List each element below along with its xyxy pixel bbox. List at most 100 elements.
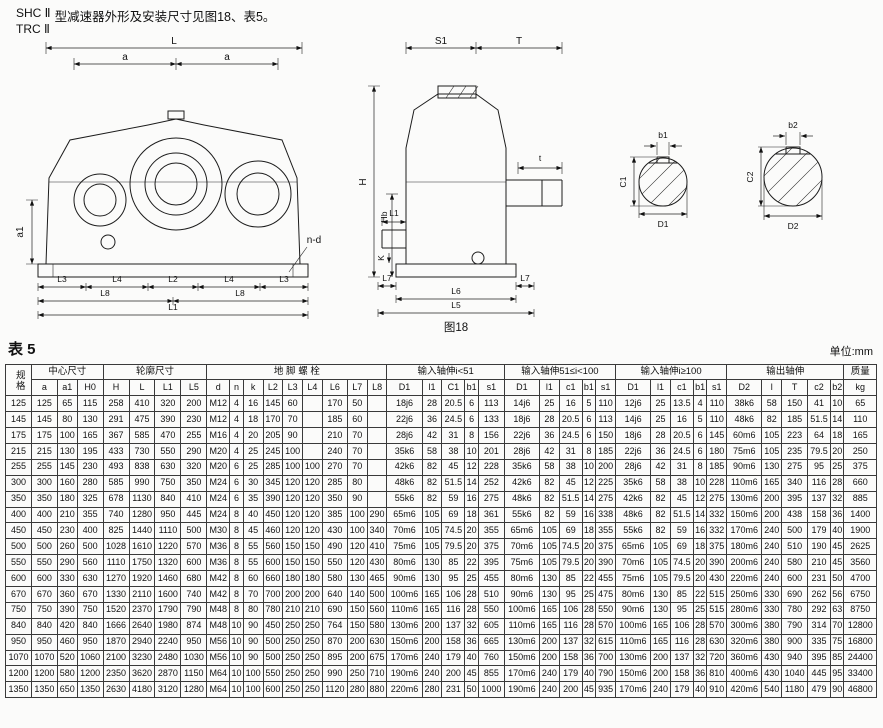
- cell: 158: [669, 665, 694, 683]
- cell: M24: [206, 506, 231, 524]
- cell: 4: [692, 395, 708, 413]
- cell: 36: [829, 506, 845, 524]
- col-header: s1: [477, 379, 505, 397]
- cell: 45: [441, 458, 466, 476]
- dim-label-L: L: [171, 36, 177, 47]
- cell: 20.5: [441, 395, 466, 413]
- cell: 874: [180, 617, 208, 635]
- cell: 630: [366, 633, 388, 651]
- cell: 840: [76, 617, 104, 635]
- cell: 116: [807, 474, 831, 492]
- dim-label-S1: S1: [435, 36, 448, 47]
- cell: 130: [421, 570, 443, 588]
- cell: 120: [302, 506, 323, 524]
- dim-label-a: a: [224, 52, 230, 63]
- dim-label-L8: L8: [235, 288, 245, 298]
- cell: 430: [761, 665, 783, 683]
- cell: 79.5: [807, 443, 831, 460]
- cell: 60m6: [726, 427, 763, 444]
- cell: 80m6: [386, 554, 423, 572]
- dim-label-L5: L5: [451, 300, 461, 310]
- cell: [366, 411, 388, 429]
- cell: 430: [761, 649, 783, 667]
- cell: 79.5: [669, 570, 694, 588]
- cell: 340: [781, 474, 809, 492]
- cell: 231: [441, 681, 466, 699]
- cell: 250: [302, 681, 323, 699]
- cell: 290: [180, 443, 208, 460]
- cell: 75m6: [726, 443, 763, 460]
- cell: 180: [56, 490, 78, 508]
- cell: 250: [302, 617, 323, 635]
- cell: 74.5: [558, 538, 583, 556]
- col-header: l1: [421, 379, 443, 397]
- cell: 80m6: [614, 586, 652, 603]
- cell: 1600: [154, 586, 182, 603]
- cell: 570: [595, 617, 616, 635]
- cell: 60: [346, 411, 368, 429]
- cell: 1200: [76, 665, 104, 683]
- cell: 25: [581, 586, 597, 603]
- cell: 500: [366, 586, 388, 603]
- cell: 6: [229, 458, 244, 476]
- cell: 950: [30, 633, 58, 651]
- cell: 25: [464, 570, 479, 588]
- cell: 200: [180, 395, 208, 413]
- cell: 2100: [102, 649, 130, 667]
- cell: 252: [477, 474, 505, 492]
- cell: 80: [242, 601, 264, 619]
- dim-label-L3: L3: [57, 274, 67, 284]
- cell: 24.5: [441, 411, 466, 429]
- dim-label-nd: n-d: [307, 235, 321, 246]
- cell: 258: [102, 395, 130, 413]
- cell: 355: [76, 506, 104, 524]
- model-shc: SHC Ⅱ: [16, 6, 51, 20]
- cell: 130m6: [726, 490, 763, 508]
- cell: 790: [180, 601, 208, 619]
- cell: 130: [761, 458, 783, 476]
- col-header: L4: [302, 379, 323, 397]
- cell: 1980: [154, 617, 182, 635]
- cell: M64: [206, 665, 231, 683]
- cell: 82: [539, 506, 560, 524]
- cell: 1440: [128, 522, 156, 540]
- cell: 36: [692, 665, 708, 683]
- cell: 250: [302, 649, 323, 667]
- cell: 340: [366, 522, 388, 540]
- cell: 120: [302, 522, 323, 540]
- cell: 16: [581, 506, 597, 524]
- col-header: H: [102, 379, 130, 397]
- cell: 90m6: [503, 586, 541, 603]
- cell: 390: [56, 601, 78, 619]
- cell: 460: [56, 633, 78, 651]
- cell: 678: [102, 490, 130, 508]
- cell: 165: [539, 601, 560, 619]
- cell: 38: [558, 458, 583, 476]
- dim-label-t: t: [539, 153, 542, 163]
- cell: 290: [366, 506, 388, 524]
- cell: 500: [262, 633, 284, 651]
- cell: 670: [5, 586, 32, 603]
- cell: 540: [761, 681, 783, 699]
- cell: 201: [477, 443, 505, 460]
- cell: 615: [595, 633, 616, 651]
- cell: 320: [154, 395, 182, 413]
- cell: 31: [558, 443, 583, 460]
- cell: 8750: [843, 601, 877, 619]
- cell: 116: [669, 633, 694, 651]
- cell: 158: [558, 649, 583, 667]
- cell: 840: [5, 617, 32, 635]
- cell: 110m6: [503, 617, 541, 635]
- cell: 230: [180, 411, 208, 429]
- cell: M42: [206, 570, 231, 588]
- cell: 660: [843, 474, 877, 492]
- cell: 320: [180, 458, 208, 476]
- cell: 55k6: [614, 522, 652, 540]
- cell: 16: [464, 490, 479, 508]
- cell: 2940: [128, 633, 156, 651]
- cell: 470: [154, 427, 182, 444]
- cell: 50: [346, 395, 368, 413]
